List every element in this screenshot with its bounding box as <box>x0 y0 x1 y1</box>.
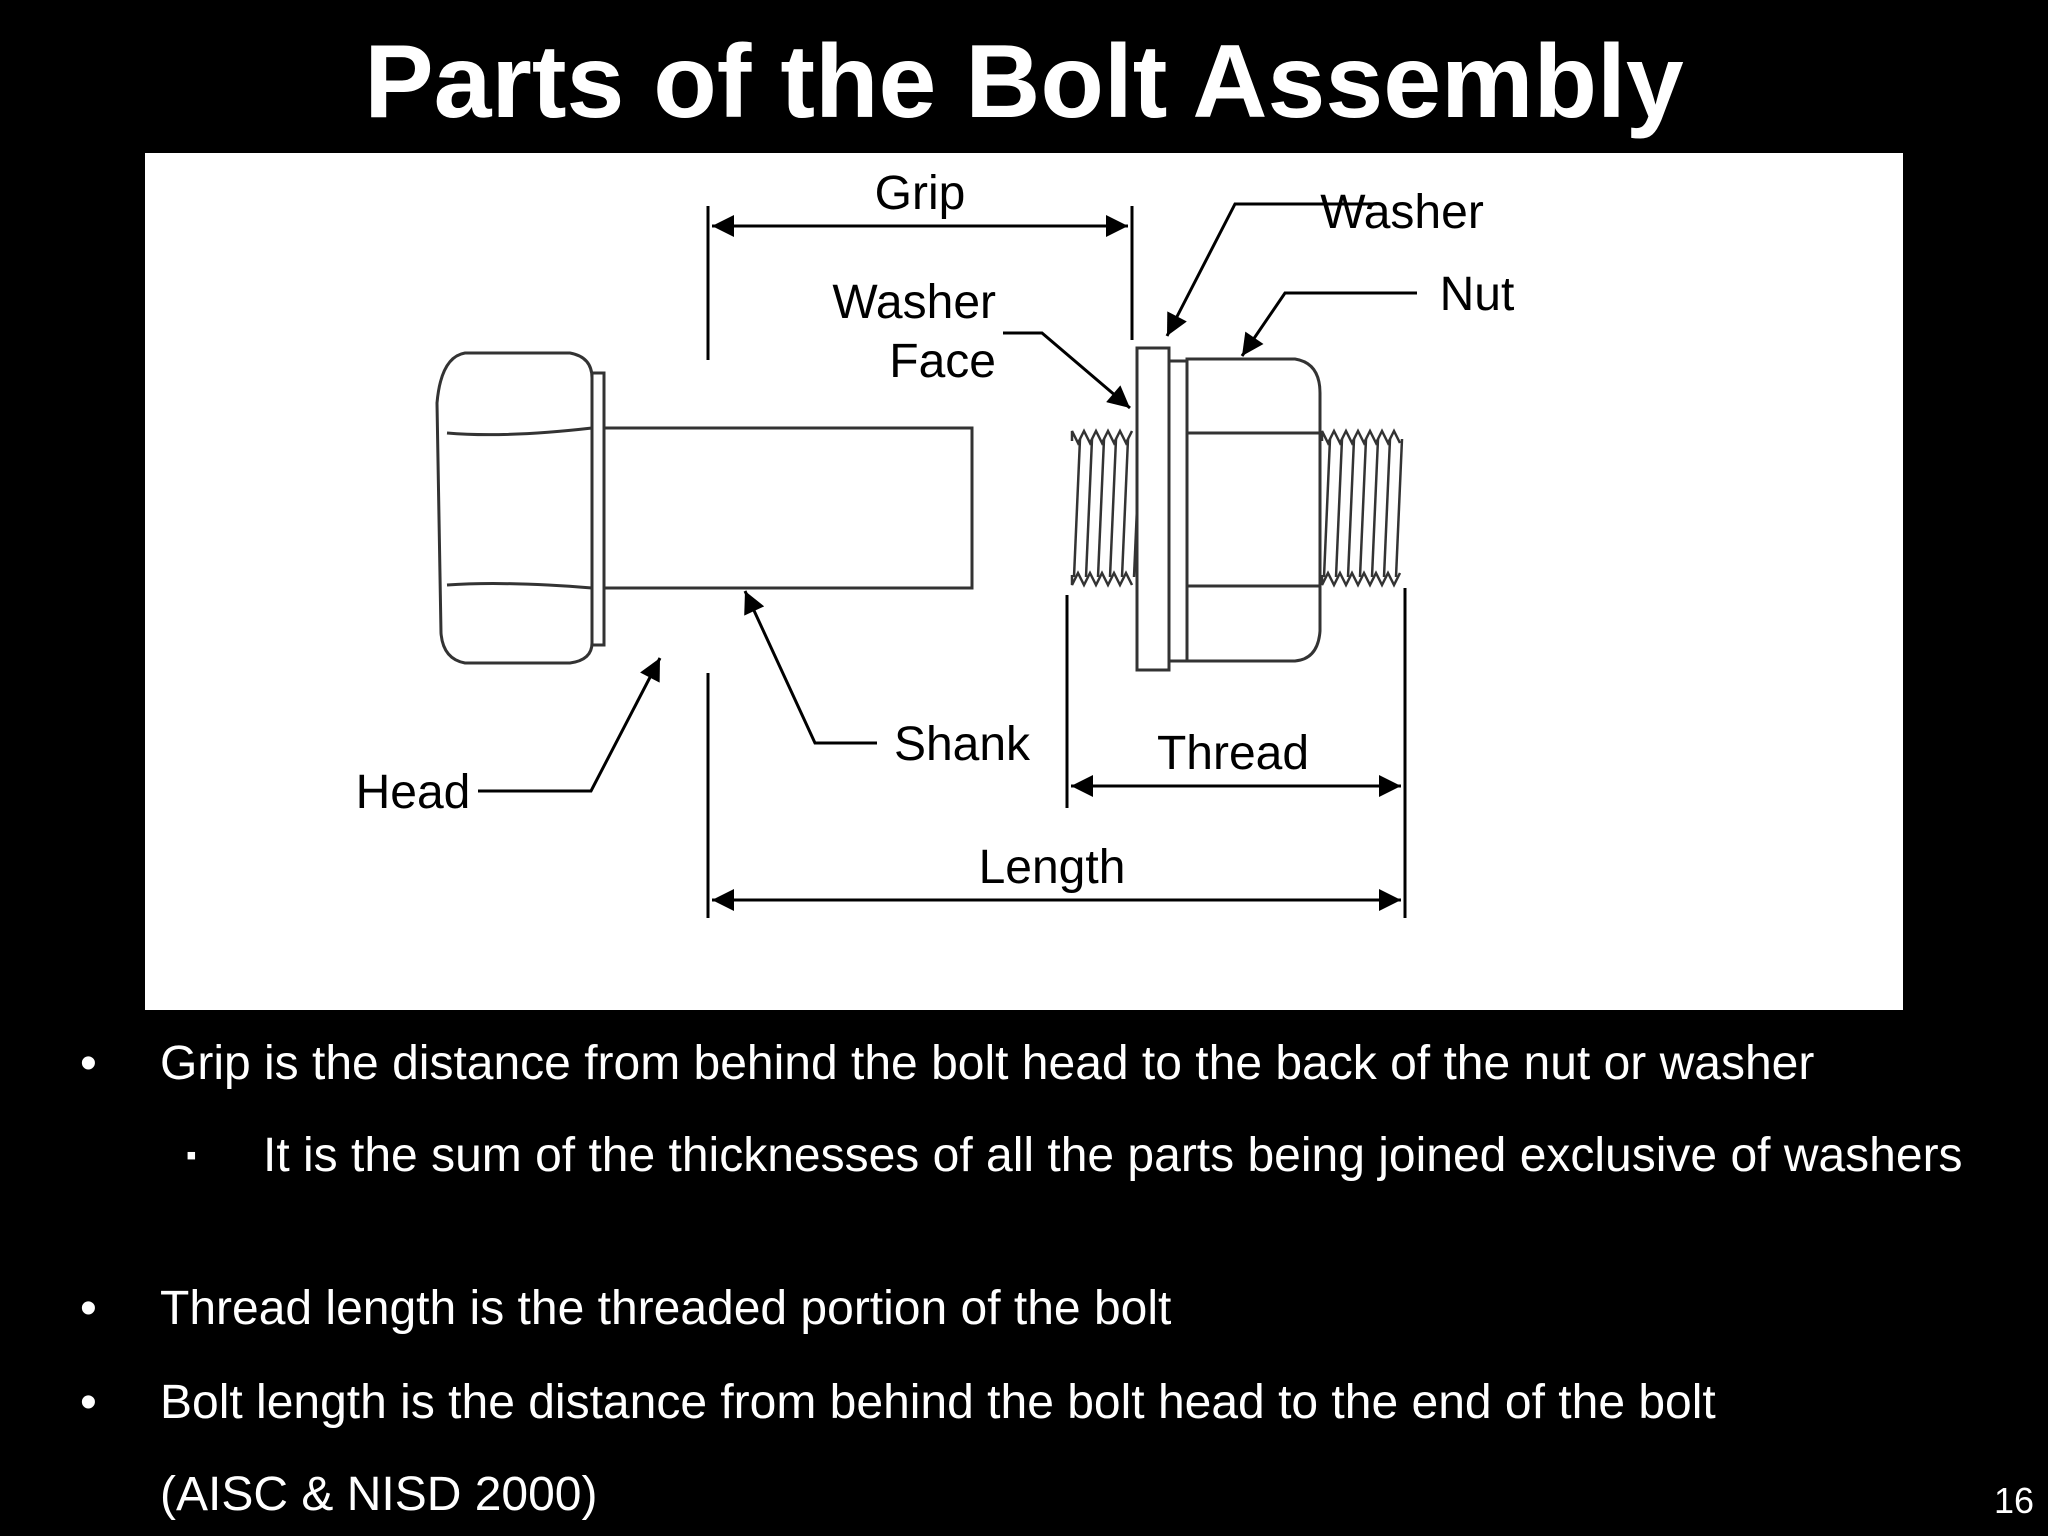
thread-line <box>1334 438 1344 578</box>
washer-face-label-line2: Face <box>889 335 996 388</box>
thread-crest <box>1070 570 1134 588</box>
shank-label: Shank <box>894 718 1031 771</box>
thread-crest <box>1070 428 1134 446</box>
thread-line <box>1084 438 1094 578</box>
bullet-marker: • <box>80 1376 97 1429</box>
bullet-item-grip: • Grip is the distance from behind the b… <box>0 1035 2048 1095</box>
head-label: Head <box>356 766 471 819</box>
leader-lines <box>478 202 1417 793</box>
washer-face-label-line1: Washer <box>832 276 996 329</box>
slide-title: Parts of the Bolt Assembly <box>364 24 1684 140</box>
bullet-text: Thread length is the threaded portion of… <box>160 1282 1172 1335</box>
bullet-text: Bolt length is the distance from behind … <box>160 1376 1716 1429</box>
bullet-item-length: • Bolt length is the distance from behin… <box>0 1374 2048 1434</box>
thread-line <box>1072 438 1082 578</box>
thread-line <box>1120 438 1130 578</box>
bolt-shank <box>602 426 974 590</box>
dimension-lines <box>706 206 1407 918</box>
bullet-item-thread: • Thread length is the threaded portion … <box>0 1280 2048 1340</box>
thread-line <box>1096 438 1106 578</box>
sub-bullet-marker: ▪ <box>186 1139 197 1172</box>
thread-label: Thread <box>1157 727 1309 780</box>
nut-label: Nut <box>1440 268 1515 321</box>
citation: (AISC & NISD 2000) <box>160 1468 598 1521</box>
thread-line <box>1370 438 1380 578</box>
nut <box>1167 357 1322 663</box>
thread-line <box>1108 438 1118 578</box>
bolt-thread <box>1070 428 1142 588</box>
page-number: 16 <box>1993 1480 2034 1521</box>
thread-crest <box>1320 570 1402 588</box>
thread-line <box>1346 438 1356 578</box>
bullet-marker: • <box>80 1282 97 1335</box>
thread-line <box>1322 438 1332 578</box>
bolt-head <box>435 351 606 665</box>
thread-line <box>1394 438 1404 578</box>
bolt-assembly-diagram: Grip Washer Nut Washer Face Head Shank T… <box>356 167 1515 918</box>
sub-bullet-text: It is the sum of the thicknesses of all … <box>263 1129 1963 1182</box>
length-label: Length <box>979 841 1126 894</box>
sub-bullet-item-grip: ▪ It is the sum of the thicknesses of al… <box>0 1127 2048 1247</box>
thread-line <box>1358 438 1368 578</box>
bullet-text: Grip is the distance from behind the bol… <box>160 1037 1815 1090</box>
bolt-diagram-panel: Grip Washer Nut Washer Face Head Shank T… <box>145 153 1903 1010</box>
thread-line <box>1382 438 1392 578</box>
bullet-marker: • <box>80 1037 97 1090</box>
bolt-end-thread <box>1320 428 1404 588</box>
grip-label: Grip <box>875 167 966 220</box>
washer-label: Washer <box>1320 186 1484 239</box>
